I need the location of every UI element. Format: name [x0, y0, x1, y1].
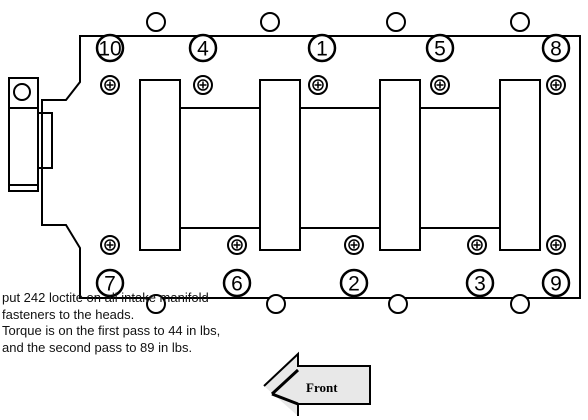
manifold-outline [41, 35, 581, 299]
sequence-number: 4 [188, 33, 218, 63]
bolt-heads [100, 75, 566, 255]
bolt-head-icon [100, 75, 120, 95]
sequence-number-label: 6 [231, 273, 243, 296]
sequence-number-label: 7 [104, 273, 116, 296]
bolt-head-icon [467, 235, 487, 255]
sequence-number-label: 1 [316, 38, 328, 61]
dowel-hole-icon [260, 12, 280, 32]
dowel-hole-icon [510, 294, 530, 314]
front-label: Front [306, 380, 338, 395]
sequence-number: 10 [95, 33, 125, 63]
sequence-number: 3 [465, 268, 495, 298]
bracket-hole-icon [13, 83, 31, 101]
port-2 [259, 79, 301, 251]
instruction-line: and the second pass to 89 in lbs. [2, 339, 193, 355]
port-1 [139, 79, 181, 251]
sequence-number-label: 3 [474, 273, 486, 296]
bolt-head-icon [100, 235, 120, 255]
sequence-number: 7 [95, 268, 125, 298]
dowel-holes [146, 12, 530, 314]
instruction-line: Torque is on the first pass to 44 in lbs… [2, 323, 221, 338]
bolt-head-icon [546, 235, 566, 255]
sequence-number: 1 [307, 33, 337, 63]
sequence-number-label: 4 [197, 38, 209, 61]
dowel-hole-icon [388, 294, 408, 314]
torque-instructions: put 242 loctite on all intake manifold f… [2, 290, 332, 356]
bolt-head-icon [308, 75, 328, 95]
torque-sequence-numbers: 10 4 1 5 8 7 6 2 3 9 [95, 33, 571, 298]
dowel-hole-icon [386, 12, 406, 32]
dowel-hole-icon [510, 12, 530, 32]
dowel-hole-icon [146, 12, 166, 32]
sequence-number-label: 10 [98, 38, 121, 61]
bolt-head-icon [227, 235, 247, 255]
bolt-head-icon [430, 75, 450, 95]
bolt-head-icon [344, 235, 364, 255]
intake-ports [139, 79, 541, 251]
front-arrow: Front [263, 351, 371, 416]
sequence-number-label: 9 [550, 273, 562, 296]
port-3 [379, 79, 421, 251]
sequence-number: 2 [339, 268, 369, 298]
sequence-number-label: 5 [434, 38, 446, 61]
sequence-number: 9 [541, 268, 571, 298]
side-bracket [8, 77, 53, 192]
sequence-number: 5 [425, 33, 455, 63]
sequence-number: 6 [222, 268, 252, 298]
dowel-hole-icon [266, 294, 286, 314]
port-4 [499, 79, 541, 251]
dowel-hole-icon [146, 294, 166, 314]
instruction-line: fasteners to the heads. [2, 306, 135, 322]
bolt-head-icon [193, 75, 213, 95]
instruction-line: put 242 loctite on all intake manifold [2, 290, 209, 305]
bolt-head-icon [546, 75, 566, 95]
sequence-number: 8 [541, 33, 571, 63]
sequence-number-label: 2 [348, 273, 360, 296]
sequence-number-label: 8 [550, 38, 562, 61]
